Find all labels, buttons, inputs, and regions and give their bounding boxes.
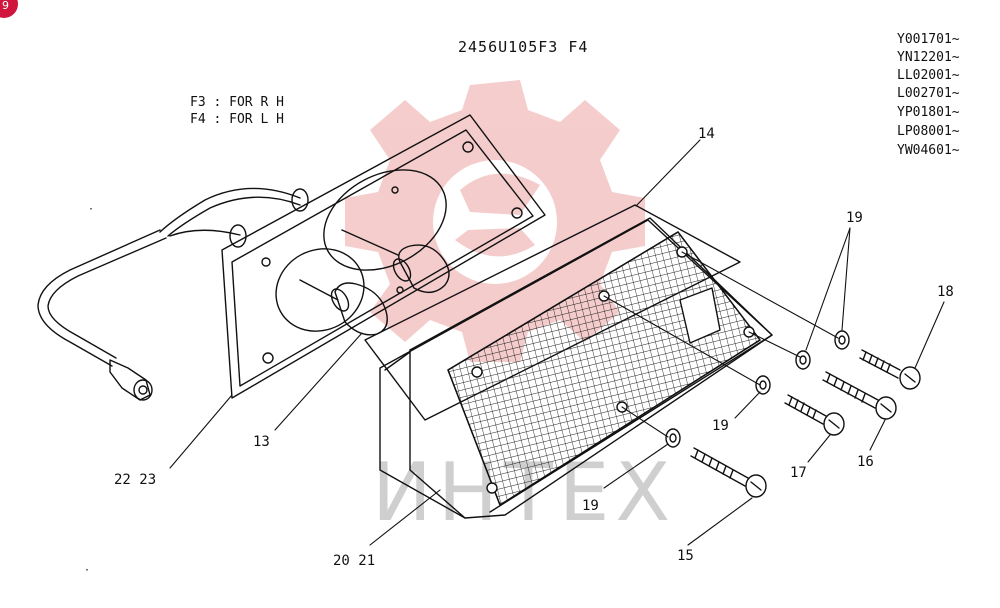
callout-22-23: 22 23	[114, 472, 156, 488]
lamp-base-plate	[221, 114, 546, 399]
lens-grid-face	[447, 231, 761, 506]
screw-17	[784, 394, 845, 436]
screw-15	[690, 447, 767, 498]
washer	[834, 330, 850, 350]
callout-17: 17	[790, 465, 807, 481]
leader-lines	[169, 139, 945, 546]
serial-code: LL02001~	[897, 68, 960, 83]
lamp-gasket	[364, 204, 741, 421]
serial-code: L002701~	[897, 86, 960, 101]
serial-code: Y001701~	[897, 32, 960, 47]
callout-14: 14	[698, 126, 715, 142]
serial-code: LP08001~	[897, 124, 960, 139]
washer	[755, 375, 771, 395]
callout-19: 19	[712, 418, 729, 434]
assembly-axis-lines	[603, 251, 839, 438]
serial-code: YW04601~	[897, 143, 960, 158]
serial-code: YN12201~	[897, 50, 960, 65]
callout-15: 15	[677, 548, 694, 564]
screw-18	[859, 349, 921, 390]
stray-mark: ·	[88, 204, 94, 215]
callout-13: 13	[253, 434, 270, 450]
page-badge: 9	[0, 0, 18, 18]
serial-code-list: Y001701~ YN12201~ LL02001~ L002701~ YP01…	[897, 32, 960, 158]
washer	[665, 428, 681, 448]
diagram-title: 2456U105F3 F4	[458, 38, 588, 56]
serial-code: YP01801~	[897, 105, 960, 120]
screw-16	[822, 371, 897, 420]
stray-mark: ·	[84, 565, 90, 576]
callout-18: 18	[937, 284, 954, 300]
watermark-gear	[345, 80, 645, 362]
connector-plug	[109, 359, 153, 401]
note-f3: F3 : FOR R H	[190, 95, 284, 110]
page-badge-label: 9	[2, 0, 9, 12]
callout-16: 16	[857, 454, 874, 470]
callout-19: 19	[582, 498, 599, 514]
washer	[795, 350, 811, 370]
callout-labels: 14 13 22 23 20 21 19 19 19 18 16 17 15	[114, 126, 954, 569]
note-f4: F4 : FOR L H	[190, 112, 284, 127]
bulb-upper	[341, 229, 450, 293]
wiring-harness	[37, 187, 309, 367]
callout-20-21: 20 21	[333, 553, 375, 569]
callout-19: 19	[846, 210, 863, 226]
bulb-lower	[299, 279, 388, 336]
